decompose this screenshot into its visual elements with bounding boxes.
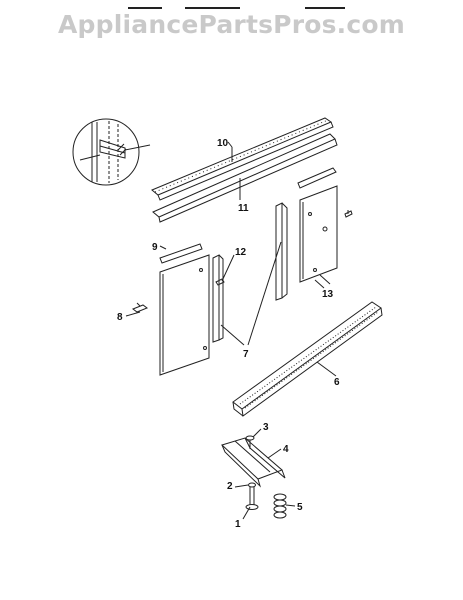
part-6-kickplate [232,301,383,417]
callout-13: 13 [322,289,334,300]
callout-8: 8 [117,312,123,323]
callout-7: 7 [243,349,249,360]
part-13-right-panel [299,185,338,285]
callout-4: 4 [283,444,289,455]
part-8-clip [131,302,149,313]
callout-12: 12 [235,247,247,258]
watermark-text: AppliancePartsPros.com [57,10,406,39]
part-12-fastener [215,278,225,286]
top-scan-marks [0,0,463,9]
part-9-strip [159,243,203,264]
right-top-strip [297,167,337,189]
part-5-washer-stack [273,493,287,519]
callout-10: 10 [217,138,229,149]
part-11-lower-rail [152,133,338,223]
part-4-bracket [221,437,286,488]
part-1-2-leveling-leg [245,482,259,510]
leader-lines [125,141,337,520]
callout-3: 3 [263,422,269,433]
callout-2: 2 [227,481,233,492]
part-7-vertical-channels [212,202,288,343]
callout-9: 9 [152,242,158,253]
part-10-top-rail [151,117,334,201]
detail-inset [72,118,151,186]
callout-6: 6 [334,377,340,388]
screw-right [344,210,353,218]
callout-5: 5 [297,502,303,513]
callout-11: 11 [238,203,249,214]
callout-1: 1 [235,519,241,530]
left-panel [159,254,210,376]
part-3-screw [245,435,255,449]
